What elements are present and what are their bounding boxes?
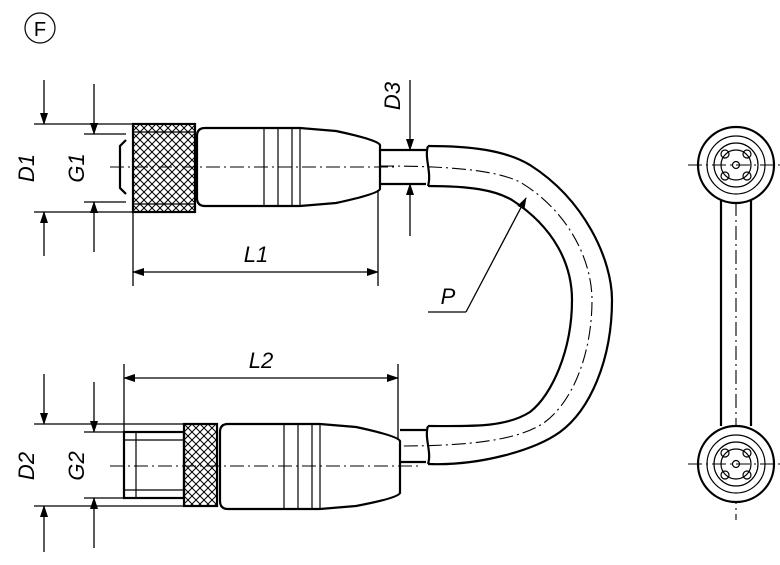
view-marker: F: [24, 12, 56, 44]
label-g2: G2: [64, 451, 89, 480]
dimension-l2: L2: [123, 348, 399, 440]
dimension-l1: L1: [132, 190, 379, 286]
label-d1: D1: [14, 154, 39, 182]
dimension-d2-g2: D2 G2: [14, 374, 184, 552]
label-p: P: [441, 284, 456, 309]
bottom-connector: [110, 422, 420, 511]
label-l1: L1: [244, 242, 268, 267]
dimension-d3: D3: [380, 80, 418, 236]
label-d3: D3: [380, 81, 405, 110]
end-view: [688, 125, 780, 520]
label-l2: L2: [249, 348, 273, 373]
dimension-p: P: [428, 197, 527, 313]
label-d2: D2: [14, 452, 39, 480]
label-g1: G1: [64, 153, 89, 182]
cable: [379, 144, 614, 466]
svg-text:F: F: [34, 19, 46, 41]
dimension-d1-g1: D1 G1: [14, 80, 133, 256]
top-connector: [110, 122, 395, 214]
